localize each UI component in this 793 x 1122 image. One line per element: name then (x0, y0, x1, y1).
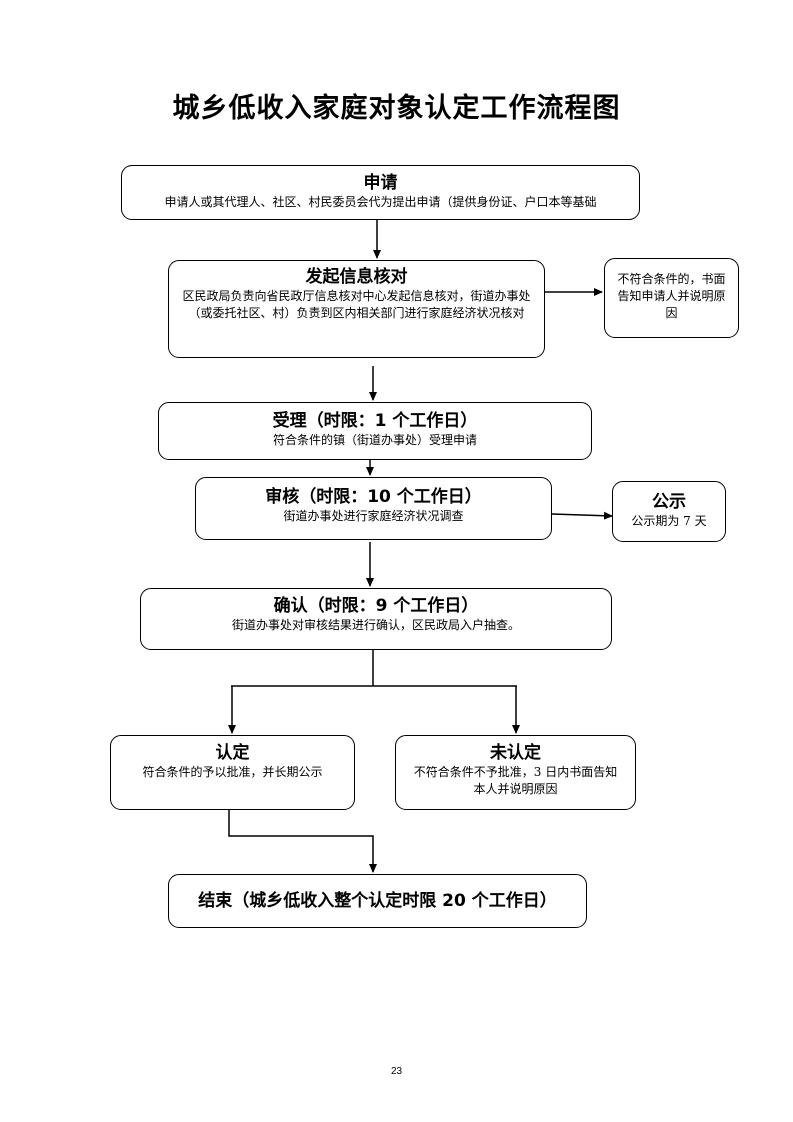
arrow-approved-to-end (228, 810, 377, 873)
step-confirm-heading: 确认（时限：9 个工作日） (273, 596, 479, 616)
step-end-heading: 结束（城乡低收入整个认定时限 20 个工作日） (198, 891, 557, 911)
step-rejected-desc: 不符合条件不予批准，3 日内书面告知本人并说明原因 (413, 765, 618, 796)
step-rejected: 未认定 不符合条件不予批准，3 日内书面告知本人并说明原因 (395, 735, 636, 810)
step-publicity-heading: 公示 (652, 492, 686, 512)
step-notify-unqualified-desc: 不符合条件的，书面告知申请人并说明原因 (617, 272, 726, 320)
step-notify-unqualified: 不符合条件的，书面告知申请人并说明原因 (604, 258, 739, 338)
step-publicity: 公示 公示期为 7 天 (612, 481, 726, 542)
step-review: 审核（时限：10 个工作日） 街道办事处进行家庭经济状况调查 (195, 477, 552, 540)
step-approved-heading: 认定 (215, 743, 250, 763)
step-apply: 申请 申请人或其代理人、社区、村民委员会代为提出申请（提供身份证、户口本等基础 (121, 165, 640, 220)
step-rejected-heading: 未认定 (490, 743, 541, 763)
step-accept: 受理（时限：1 个工作日） 符合条件的镇（街道办事处）受理申请 (158, 402, 592, 460)
step-publicity-desc: 公示期为 7 天 (631, 514, 707, 528)
step-apply-desc: 申请人或其代理人、社区、村民委员会代为提出申请（提供身份证、户口本等基础 (164, 195, 597, 209)
step-verify-heading: 发起信息核对 (305, 267, 408, 287)
step-review-desc: 街道办事处进行家庭经济状况调查 (283, 509, 464, 523)
step-verify: 发起信息核对 区民政局负责向省民政厅信息核对中心发起信息核对，街道办事处（或委托… (168, 260, 545, 358)
step-review-heading: 审核（时限：10 个工作日） (265, 487, 482, 507)
step-end: 结束（城乡低收入整个认定时限 20 个工作日） (168, 874, 587, 928)
step-accept-heading: 受理（时限：1 个工作日） (272, 411, 478, 431)
step-confirm: 确认（时限：9 个工作日） 街道办事处对审核结果进行确认，区民政局入户抽查。 (140, 588, 612, 650)
step-confirm-desc: 街道办事处对审核结果进行确认，区民政局入户抽查。 (231, 618, 520, 632)
arrow-review-to-publicity (551, 511, 613, 520)
step-apply-heading: 申请 (363, 173, 398, 193)
step-accept-desc: 符合条件的镇（街道办事处）受理申请 (272, 433, 477, 447)
step-approved-desc: 符合条件的予以批准，并长期公示 (142, 765, 323, 779)
step-approved: 认定 符合条件的予以批准，并长期公示 (110, 735, 355, 810)
page-number: 23 (390, 1066, 403, 1077)
step-verify-desc: 区民政局负责向省民政厅信息核对中心发起信息核对，街道办事处（或委托社区、村）负责… (182, 289, 531, 320)
page-title: 城乡低收入家庭对象认定工作流程图 (172, 93, 621, 124)
